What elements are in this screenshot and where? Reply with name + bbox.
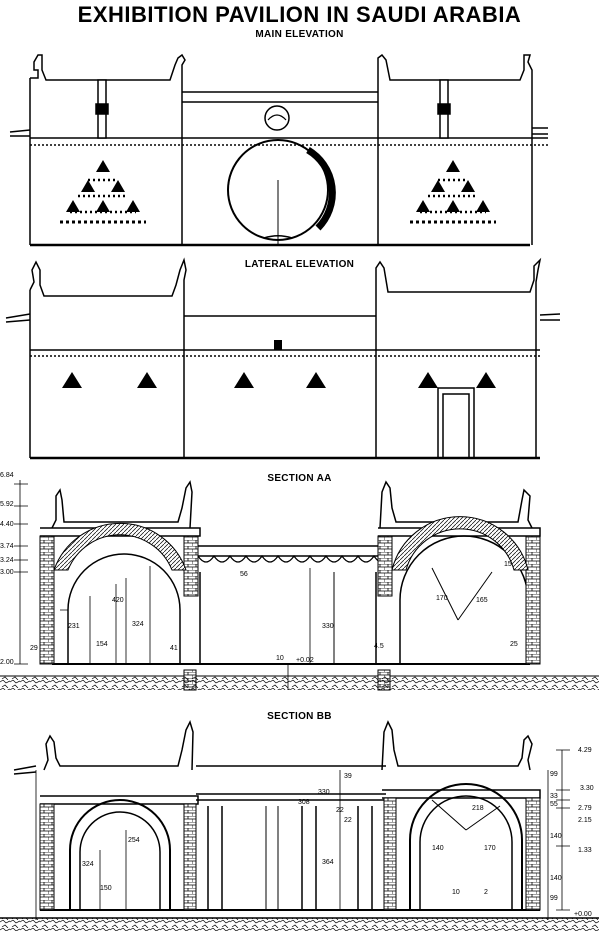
aa-level-300: 3.00: [0, 569, 14, 576]
bb-level-429: 4.29: [578, 747, 592, 754]
bb-level-279: 2.79: [578, 805, 592, 812]
bb-dim-218: 218: [472, 805, 484, 812]
bb-dim-330: 330: [318, 789, 330, 796]
aa-dim-170: 170: [436, 595, 448, 602]
lateral-elevation-label: LATERAL ELEVATION: [244, 259, 355, 270]
bb-level-000: +0.00: [574, 911, 592, 918]
main-triangle-ornament-left: [60, 160, 146, 224]
bb-dim-22b: 22: [344, 817, 352, 824]
section-bb-label: SECTION BB: [267, 711, 332, 722]
main-elevation: [9, 53, 548, 247]
bb-dim-22a: 22: [336, 807, 344, 814]
bb-dim-254: 254: [128, 837, 140, 844]
bb-level-330: 3.30: [580, 785, 594, 792]
section-aa-dimensions: 6.84 5.92 4.40 3.74 3.24 3.00 2.00 420 3…: [0, 472, 518, 666]
bb-dim-99b: 99: [550, 895, 558, 902]
aa-dim-231: 231: [68, 623, 80, 630]
aa-level-374: 3.74: [0, 543, 14, 550]
section-bb-dimensions: 4.29 3.30 2.79 2.15 1.33 +0.00 99 33 55 …: [82, 747, 594, 918]
aa-dim-165: 165: [476, 597, 488, 604]
lateral-elevation: [5, 257, 561, 460]
lateral-spout: [274, 340, 282, 350]
bb-dim-55: 55: [550, 801, 558, 808]
bb-dim-140b: 140: [550, 875, 562, 882]
bb-dim-10: 10: [452, 889, 460, 896]
bb-dim-140c: 140: [432, 845, 444, 852]
aa-level-440: 4.40: [0, 521, 14, 528]
aa-level-324: 3.24: [0, 557, 14, 564]
aa-dim-41: 41: [170, 645, 178, 652]
section-aa-masonry: [0, 516, 599, 691]
aa-level-684: 6.84: [0, 472, 14, 479]
aa-dim-330: 330: [322, 623, 334, 630]
bb-dim-99a: 99: [550, 771, 558, 778]
bb-dim-170: 170: [484, 845, 496, 852]
aa-dim-002: +0.02: [296, 657, 314, 664]
bb-dim-2: 2: [484, 889, 488, 896]
bb-dim-364: 364: [322, 859, 334, 866]
bb-dim-33: 33: [550, 793, 558, 800]
aa-level-592: 5.92: [0, 501, 14, 508]
lateral-triangles: [62, 372, 496, 388]
aa-dim-324: 324: [132, 621, 144, 628]
main-triangle-ornament-right: [410, 160, 496, 224]
aa-dim-25: 25: [510, 641, 518, 648]
bb-dim-308: 308: [298, 799, 310, 806]
aa-dim-29: 29: [30, 645, 38, 652]
aa-dim-45: 4.5: [374, 643, 384, 650]
aa-dim-56: 56: [240, 571, 248, 578]
bb-dim-140a: 140: [550, 833, 562, 840]
section-bb-masonry: [0, 797, 599, 931]
aa-level-200: 2.00: [0, 659, 14, 666]
bb-dim-150: 150: [100, 885, 112, 892]
aa-dim-420: 420: [112, 597, 124, 604]
aa-dim-15: 15: [504, 561, 512, 568]
bb-dim-39: 39: [344, 773, 352, 780]
sheet-title: EXHIBITION PAVILION IN SAUDI ARABIA: [77, 2, 522, 27]
aa-dim-154: 154: [96, 641, 108, 648]
bb-level-215: 2.15: [578, 817, 592, 824]
section-aa-label: SECTION AA: [267, 473, 332, 484]
section-bb: [0, 719, 599, 920]
bb-level-133: 1.33: [578, 847, 592, 854]
aa-dim-10: 10: [276, 655, 284, 662]
main-elevation-label: MAIN ELEVATION: [255, 29, 344, 40]
bb-dim-324: 324: [82, 861, 94, 868]
